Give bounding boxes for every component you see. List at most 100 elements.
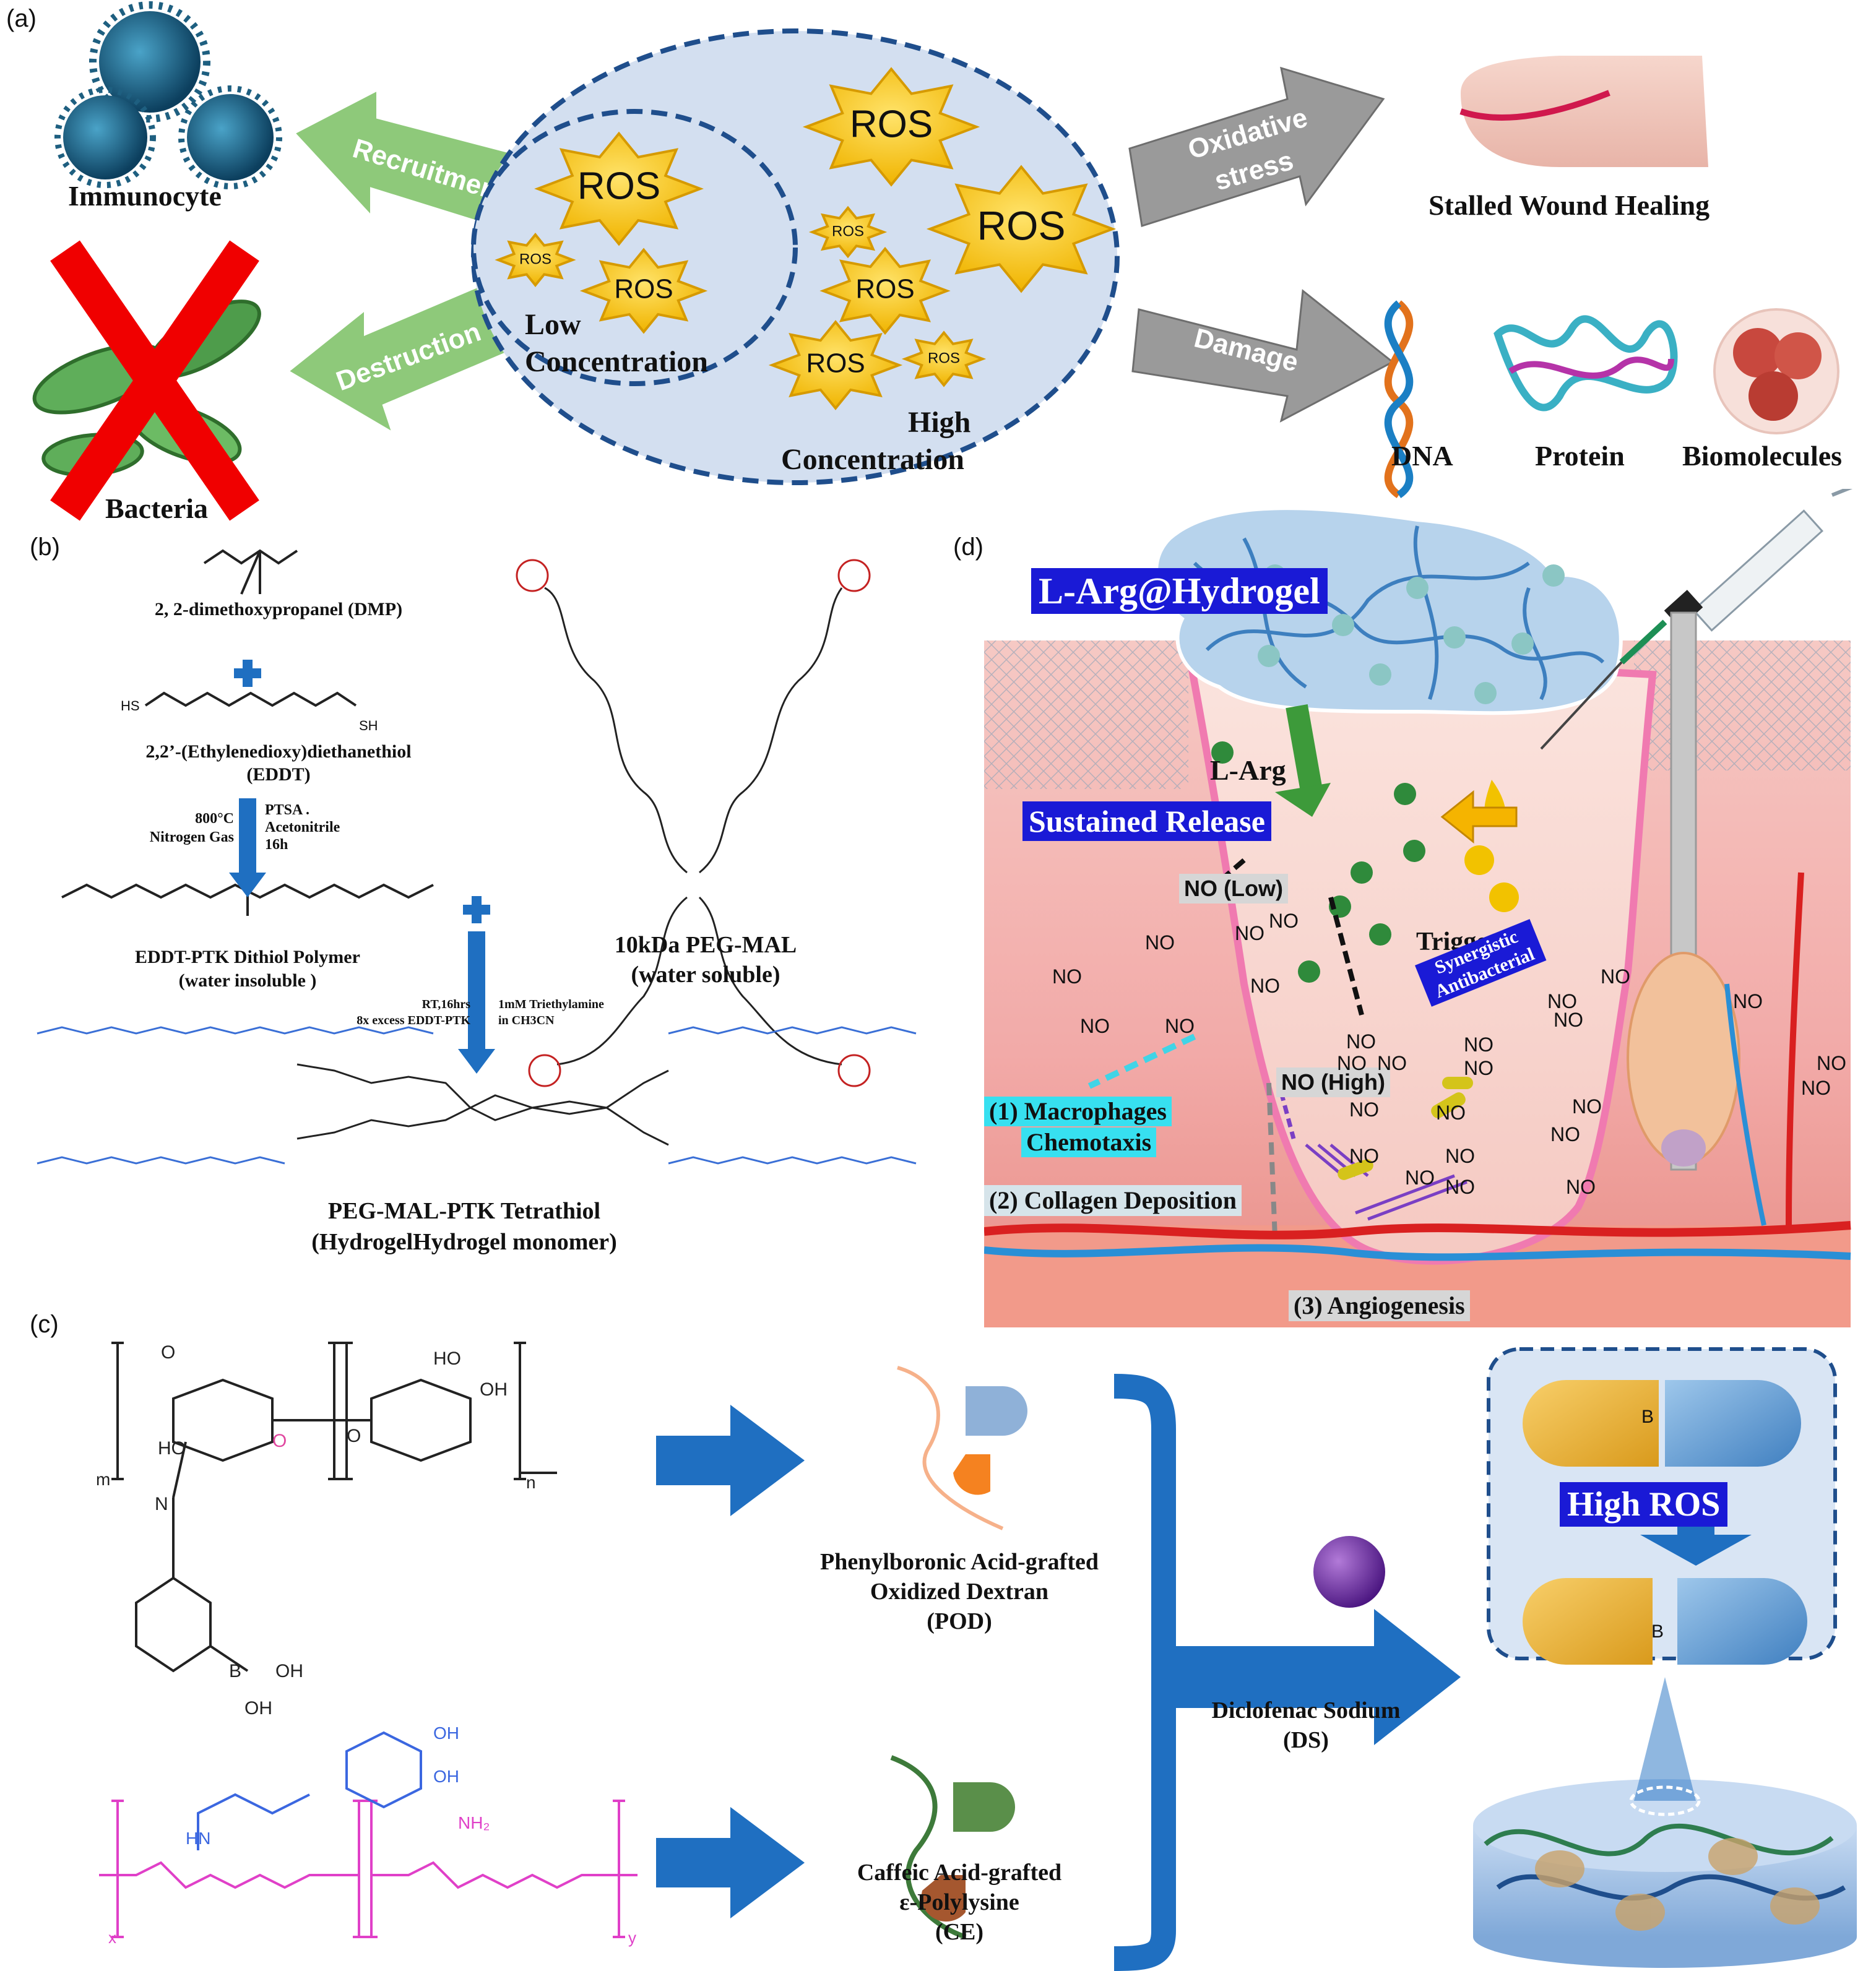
ros-label: ROS — [806, 348, 865, 379]
low-label-1: Low — [525, 308, 581, 341]
panel-b-figure — [37, 549, 917, 1165]
dna-illustration — [1384, 300, 1414, 498]
macrophages-label-2: Chemotaxis — [1021, 1128, 1157, 1157]
chem-oh-3: OH — [244, 1698, 272, 1719]
angiogenesis-label: (3) Angiogenesis — [1289, 1290, 1470, 1321]
chem-oh-4: OH — [433, 1723, 459, 1743]
cond2-left-2: 8x excess EDDT-PTK — [357, 1014, 470, 1027]
macrophages-label-1: (1) Macrophages — [984, 1097, 1172, 1126]
no-label: NO — [1801, 1077, 1831, 1099]
ros-arrow — [1640, 1516, 1752, 1566]
no-label: NO — [1346, 1030, 1376, 1053]
ros-label: ROS — [855, 274, 914, 304]
pod-label-2: Oxidized Dextran — [870, 1579, 1049, 1605]
ros-star — [926, 165, 1117, 293]
chem-m: m — [96, 1470, 110, 1489]
panel-label-d: (d) — [953, 533, 983, 561]
panel-label-c: (c) — [30, 1311, 59, 1338]
no-high-label: NO (High) — [1276, 1067, 1390, 1097]
ce-label-2: ε-Polylysine — [899, 1889, 1019, 1915]
tetrathiol-label-2: (HydrogelHydrogel monomer) — [311, 1229, 617, 1255]
no-label: NO — [1601, 965, 1630, 988]
no-low-label: NO (Low) — [1179, 874, 1288, 904]
ros-star — [808, 205, 888, 259]
panel-label-a: (a) — [6, 5, 37, 32]
high-ros-label: High ROS — [1560, 1482, 1728, 1527]
ros-label: ROS — [577, 165, 660, 207]
ros-star — [901, 330, 987, 387]
ds-label-1: Diclofenac Sodium — [1211, 1697, 1401, 1723]
no-high-arrow — [1328, 896, 1364, 1016]
chem-nh2: NH₂ — [458, 1813, 490, 1832]
sustained-release-label: Sustained Release — [1022, 801, 1271, 841]
biomolecules-illustration — [1713, 308, 1839, 434]
eddt-hs: HS — [121, 698, 140, 714]
ros-star — [802, 67, 980, 187]
ce-label: Caffeic Acid-grafted ε-Polylysine (CE) — [805, 1858, 1114, 1947]
bacteria-label: Bacteria — [105, 493, 209, 524]
chem-n: N — [155, 1494, 168, 1514]
cross-mark-icon — [50, 240, 259, 521]
wound-finger-illustration — [1459, 56, 1708, 167]
peg-mal-structure — [516, 559, 871, 1087]
no-label: NO — [1235, 922, 1264, 944]
cond1-right-1: PTSA . — [265, 802, 310, 818]
chem-hn: HN — [186, 1829, 210, 1848]
chem-ho-1: HO — [158, 1438, 186, 1459]
arrow-to-hydrogel — [1164, 1609, 1461, 1745]
ce-schematic — [890, 1755, 1015, 1939]
no-label: NO — [1405, 1167, 1435, 1189]
no-label: NO — [1349, 1145, 1379, 1167]
ds-label: Diclofenac Sodium (DS) — [1188, 1696, 1424, 1755]
arrow-to-pod — [656, 1405, 805, 1516]
panel-label-b: (b) — [30, 533, 60, 561]
no-label: NO — [1817, 1052, 1846, 1074]
cond1-left-2: Nitrogen Gas — [149, 829, 234, 845]
angiogenesis-arrow — [1266, 1082, 1277, 1238]
cond1-right-2: Acetonitrile — [265, 819, 340, 835]
ros-label: ROS — [519, 251, 551, 267]
low-concentration-ellipse — [471, 109, 798, 386]
ros-label: ROS — [614, 274, 673, 304]
tetrathiol-blue-chains — [37, 1026, 917, 1165]
boron-label-1: B — [1641, 1407, 1654, 1427]
low-label-2: Concentration — [525, 345, 708, 378]
cond1-right-3: 16h — [265, 837, 288, 853]
no-label: NO — [1572, 1095, 1602, 1118]
stalled-label: Stalled Wound Healing — [1429, 189, 1710, 221]
l-arg-label: L-Arg — [1210, 754, 1286, 786]
boronate-intact — [1523, 1380, 1801, 1467]
dna-label: DNA — [1391, 440, 1453, 472]
pod-label-1: Phenylboronic Acid-grafted — [819, 1549, 1099, 1575]
trigger-arrow — [1440, 790, 1518, 844]
ds-label-2: (DS) — [1283, 1727, 1329, 1753]
immunocyte-label: Immunocyte — [68, 180, 222, 212]
reaction-arrow-1 — [229, 798, 266, 897]
ros-star — [495, 233, 576, 287]
pod-label: Phenylboronic Acid-grafted Oxidized Dext… — [805, 1547, 1114, 1636]
bracket — [1113, 1374, 1176, 1971]
ros-label: ROS — [977, 202, 1065, 248]
ros-star — [768, 320, 903, 410]
pegmal-label-1: 10kDa PEG-MAL — [614, 932, 797, 958]
no-label: NO — [1436, 1102, 1466, 1124]
hair-follicle-illustration — [1627, 611, 1740, 1171]
no-label: NO — [1464, 1033, 1493, 1056]
cond2-right-1: 1mM Triethylamine — [498, 998, 604, 1011]
no-label: NO — [1550, 1123, 1580, 1145]
collagen-arrow — [1279, 1092, 1296, 1139]
arrow-to-ce — [656, 1807, 805, 1918]
eddt-sh: SH — [359, 718, 378, 733]
no-label: NO — [1337, 1052, 1367, 1074]
no-label: NO — [1052, 965, 1082, 988]
bacteria-rods — [1338, 1077, 1473, 1180]
collagen-fibers — [1305, 1144, 1468, 1221]
biomolecules-label: Biomolecules — [1682, 440, 1843, 472]
chem-n-sub: n — [526, 1473, 536, 1492]
no-label: NO — [1080, 1015, 1110, 1037]
pod-schematic — [897, 1366, 1027, 1530]
cond2-left-1: RT,16hrs — [421, 998, 470, 1011]
reaction-arrow-2 — [458, 931, 495, 1074]
chem-oh-1: OH — [480, 1379, 508, 1400]
no-label: NO — [1250, 975, 1280, 997]
